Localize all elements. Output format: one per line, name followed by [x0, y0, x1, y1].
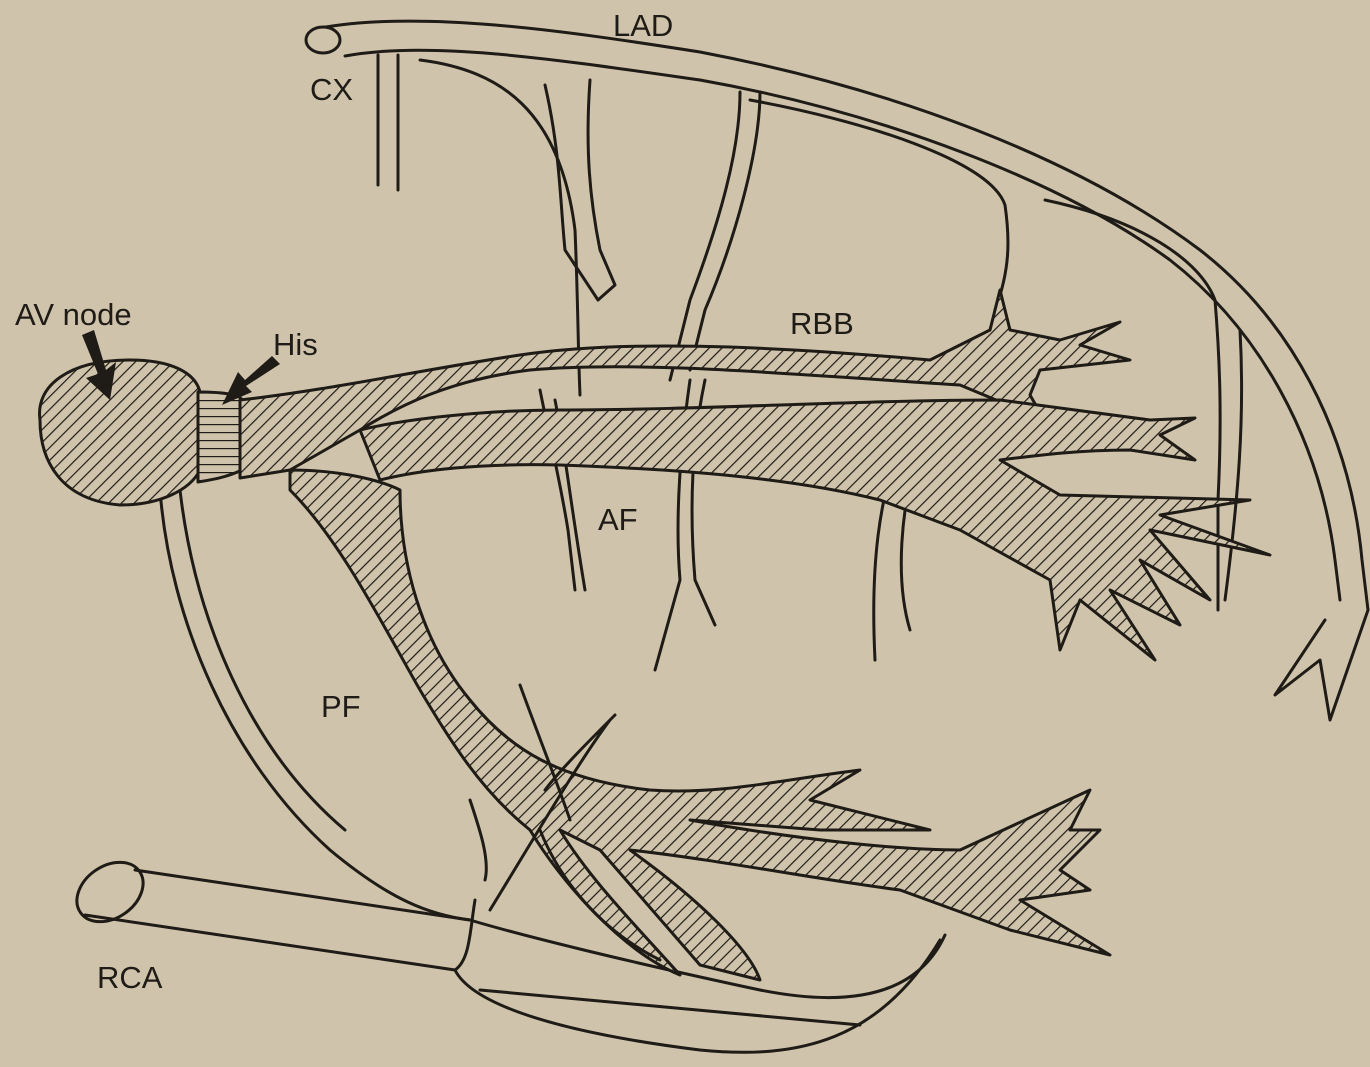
his-bundle-shape [198, 392, 242, 482]
label-rbb: RBB [790, 306, 854, 341]
cx-artery [306, 27, 340, 53]
av-node-shape [40, 360, 200, 505]
label-lad: LAD [613, 8, 673, 43]
label-cx: CX [310, 72, 353, 107]
label-pf: PF [321, 689, 361, 724]
label-his: His [273, 327, 318, 362]
label-af: AF [598, 502, 638, 537]
label-rca: RCA [97, 960, 163, 995]
label-av-node: AV node [15, 297, 132, 332]
